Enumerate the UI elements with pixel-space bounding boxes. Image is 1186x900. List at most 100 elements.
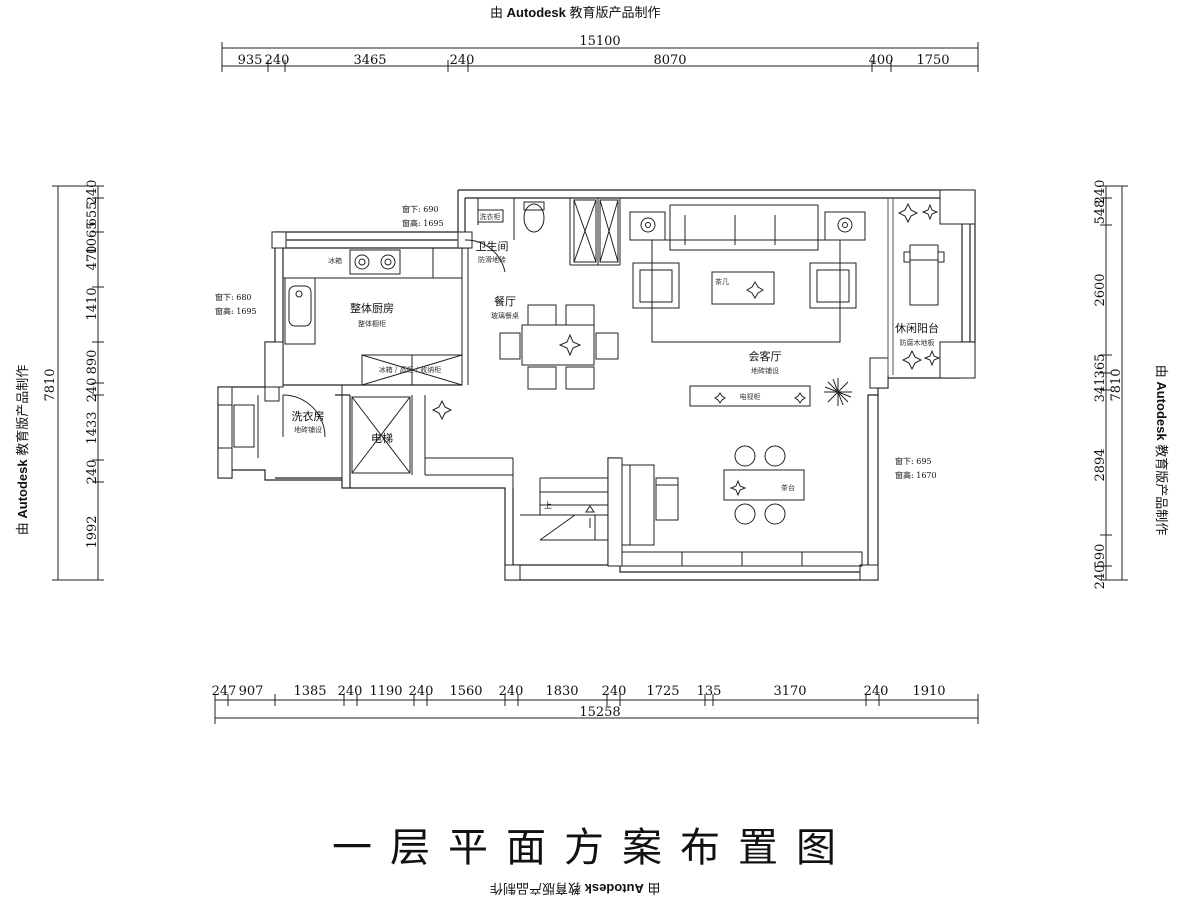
plant-icon: [921, 203, 939, 221]
tea-area: [621, 445, 863, 567]
dining-set: [499, 304, 619, 390]
structural-columns: [217, 189, 976, 581]
dim-left-seg: 470: [85, 246, 100, 271]
balcony-railing: [887, 198, 894, 375]
room-sublabel-kitchen: 整体橱柜: [358, 319, 386, 328]
dim-bottom-seg: 1830: [545, 684, 578, 699]
watermark-top: 由 Autodesk 教育版产品制作: [490, 5, 661, 20]
room-sublabel-balcony: 防腐木地板: [900, 338, 935, 347]
dim-text: 15100 935 240 3465 240 8070 400 1750 152…: [43, 34, 1124, 720]
dim-right-seg: 548: [1093, 200, 1108, 225]
bathroom-fixtures: [464, 199, 619, 273]
dim-bottom-seg: 1190: [369, 684, 402, 699]
kitchen-cabinet-label: 冰箱 / 高柜 / 收纳柜: [379, 365, 442, 374]
laundry-fixtures: [233, 394, 326, 448]
room-label-balcony: 休闲阳台: [895, 321, 939, 335]
dim-right-seg: 365: [1093, 354, 1108, 379]
room-sublabel-dining: 玻璃餐桌: [491, 311, 519, 320]
plant-icon: [714, 392, 726, 404]
dim-bottom-seg: 1725: [646, 684, 679, 699]
dim-left-seg: 1065: [85, 221, 100, 254]
room-label-kitchen: 整体厨房: [350, 301, 394, 315]
dim-left-total: 7810: [43, 368, 58, 401]
tv-cabinet-label: 电视柜: [740, 392, 761, 401]
plant-icon: [923, 349, 941, 367]
dim-top-seg: 240: [265, 53, 290, 68]
dim-top-seg: 240: [450, 53, 475, 68]
plant-icon: [824, 378, 852, 406]
room-label-bathroom: 卫生间: [476, 239, 509, 253]
staircase: [520, 477, 608, 541]
sofa-group: [629, 204, 866, 407]
room-label-laundry: 洗衣房: [292, 409, 325, 423]
dim-left-seg: 240: [85, 378, 100, 403]
sink-cabinet-label: 洗衣柜: [480, 212, 501, 221]
dim-right-seg: 240: [1093, 180, 1108, 205]
dim-left-seg: 890: [85, 350, 100, 375]
dim-bottom-seg: 3170: [773, 684, 806, 699]
dim-left-seg: 240: [85, 460, 100, 485]
fridge-label: 冰箱: [328, 256, 342, 265]
interior-walls: [231, 198, 621, 488]
dim-left-seg: 1433: [85, 411, 100, 444]
dim-bottom-seg: 240: [864, 684, 889, 699]
dim-top-seg: 1750: [916, 53, 949, 68]
plant-icons: [431, 202, 941, 497]
room-sublabel-laundry: 地砖铺设: [294, 425, 322, 434]
dim-top-total: 15100: [579, 34, 620, 49]
window-note-kitchen-height: 窗高: 1695: [215, 306, 257, 316]
dim-right: [1100, 185, 1128, 581]
drawing-title: 一层平面方案布置图: [332, 825, 854, 871]
plant-icon: [729, 479, 747, 497]
elevator: [351, 396, 411, 474]
dim-top-seg: 8070: [653, 53, 686, 68]
dim-bottom-total: 15258: [579, 705, 620, 720]
plant-icon: [794, 392, 806, 404]
room-label-dining: 餐厅: [494, 294, 516, 308]
dim-top: [221, 42, 979, 72]
dim-right-seg: 2894: [1093, 448, 1108, 481]
window-notes: 窗下: 690 窗高: 1695 窗下: 680 窗高: 1695 窗下: 69…: [215, 204, 937, 480]
dim-bottom-seg: 240: [338, 684, 363, 699]
dim-right-seg: 2600: [1093, 273, 1108, 306]
dim-top-seg: 3465: [353, 53, 386, 68]
dim-top-seg: 935: [238, 53, 263, 68]
dim-right-seg: 341: [1093, 378, 1108, 403]
window-note-kitchen-sill: 窗下: 680: [215, 292, 252, 302]
window-note-living-sill: 窗下: 695: [895, 456, 932, 466]
dim-bottom-seg: 135: [697, 684, 722, 699]
dim-bottom-seg: 1910: [912, 684, 945, 699]
room-sublabel-living: 地砖铺设: [751, 366, 779, 375]
window-note-bath-sill: 窗下: 690: [402, 204, 439, 214]
dim-left-seg: 1410: [85, 287, 100, 320]
room-label-elevator: 电梯: [371, 432, 393, 445]
window-note-bath-height: 窗高: 1695: [402, 218, 444, 228]
dim-right-seg: 590: [1093, 544, 1108, 569]
balcony-lounger: [903, 244, 945, 306]
dim-bottom-seg: 1385: [293, 684, 326, 699]
coffee-table-label: 茶几: [715, 277, 729, 286]
dim-bottom-seg: 240: [409, 684, 434, 699]
fixture-labels: 冰箱 洗衣柜 电视柜 冰箱 / 高柜 / 收纳柜: [328, 212, 761, 401]
tea-table-label: 茶台: [781, 483, 795, 492]
dim-right-total: 7810: [1109, 368, 1124, 401]
window-note-living-height: 窗高: 1670: [895, 470, 937, 480]
dim-left-seg: 240: [85, 180, 100, 205]
plant-icon: [746, 281, 764, 299]
dim-right-seg: 240: [1093, 565, 1108, 590]
plant-icon: [897, 202, 919, 224]
dim-left-seg: 655: [85, 202, 100, 227]
plant-icon: [901, 349, 923, 371]
room-sublabel-bathroom: 防滑地砖: [478, 255, 506, 264]
room-label-living: 会客厅: [749, 349, 782, 363]
dim-top-seg: 400: [869, 53, 894, 68]
kitchen-counter: [282, 247, 463, 386]
plant-icon: [558, 333, 582, 357]
stairs-up-label: 上: [544, 501, 552, 510]
dim-bottom-seg: 240: [602, 684, 627, 699]
dim-left-seg: 1992: [85, 515, 100, 548]
dim-bottom-seg: 247: [212, 684, 237, 699]
dim-left: [52, 185, 104, 581]
